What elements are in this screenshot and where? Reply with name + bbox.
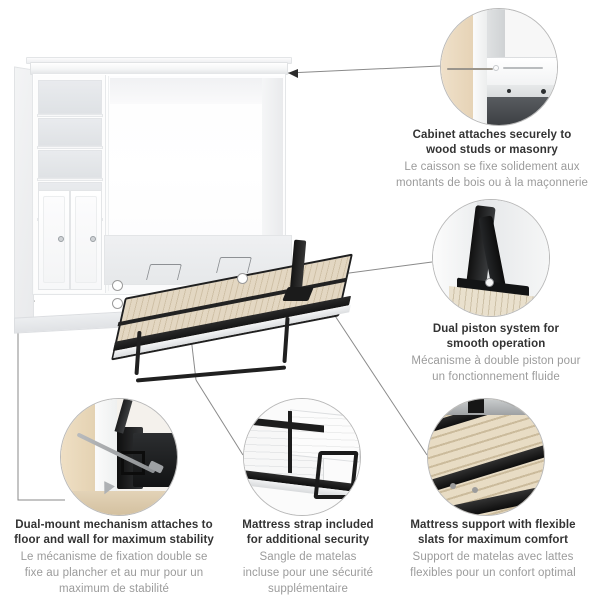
anchor-screw-shaft bbox=[447, 68, 493, 70]
mattress-strap-title-fr-3: supplémentaire bbox=[267, 583, 349, 595]
shelf-front-edge bbox=[487, 85, 557, 97]
shelf-divider-1 bbox=[37, 114, 103, 117]
shelf-peg-hole-1 bbox=[507, 89, 511, 93]
cabinet-top-shelf bbox=[487, 57, 557, 85]
flexible-slats-photo bbox=[427, 398, 545, 516]
bed-leg-crossbar bbox=[136, 365, 286, 383]
wood-stud-surface bbox=[441, 9, 473, 125]
shelf-divider-2 bbox=[37, 146, 103, 149]
mattress-strap-title-fr-1: Sangle de matelas bbox=[259, 551, 357, 563]
dual-mount-title-fr-1: Le mécanisme de fixation double se bbox=[20, 551, 208, 563]
door-knob-left bbox=[58, 236, 64, 242]
dual-mount-title-fr-2: fixe au plancher et au mur pour un bbox=[24, 567, 204, 579]
mattress-strap-caption: Mattress strap included for additional s… bbox=[232, 518, 384, 597]
wall-anchor-photo bbox=[440, 8, 558, 126]
marker-dot-slats bbox=[237, 273, 248, 284]
wall-anchor-title-en-1: Cabinet attaches securely to bbox=[412, 129, 572, 141]
shelf-compartment-1 bbox=[38, 80, 102, 114]
slat-rail-stud-2 bbox=[472, 487, 478, 493]
cabinet-side-shadow bbox=[487, 9, 505, 61]
slat-wire-hoop-1 bbox=[146, 264, 182, 280]
cabinet-back-edge bbox=[473, 9, 487, 125]
slat-rail-stud-1 bbox=[450, 483, 456, 489]
wall-anchor-title-en-2: wood studs or masonry bbox=[426, 144, 558, 156]
slat-frame-top-edge bbox=[428, 399, 544, 415]
dual-piston-caption: Dual piston system for smooth operation … bbox=[392, 322, 600, 385]
dual-piston-title-en-2: smooth operation bbox=[446, 338, 546, 350]
mattress-strap-title-en-1: Mattress strap included bbox=[242, 519, 374, 531]
mattress-strap-title-fr-2: incluse pour une sécurité bbox=[242, 567, 374, 579]
product-hero-image bbox=[0, 40, 353, 400]
mattress-strap-photo bbox=[243, 398, 361, 516]
shelf-peg-hole-2 bbox=[541, 89, 546, 94]
marker-dot-strap bbox=[112, 298, 123, 309]
cabinet-door-left bbox=[38, 190, 70, 290]
cabinet-side-panel bbox=[14, 66, 34, 328]
dual-mount-title-en-2: floor and wall for maximum stability bbox=[14, 534, 214, 546]
strap-vertical-segment bbox=[288, 410, 292, 474]
shelf-compartment-2 bbox=[38, 118, 102, 146]
recess-right-panel bbox=[262, 78, 283, 268]
flexible-slats-caption: Mattress support with flexible slats for… bbox=[386, 518, 600, 581]
recess-top-panel bbox=[110, 78, 282, 104]
folded-down-bed bbox=[70, 239, 353, 385]
dual-piston-title-fr-1: Mécanisme à double piston pour bbox=[411, 355, 581, 367]
slat-wire-hoop-2 bbox=[216, 257, 252, 273]
dual-mount-title-fr-3: maximum de stabilité bbox=[58, 583, 169, 595]
piston-pivot-point bbox=[485, 278, 494, 287]
wall-anchor-title-fr-2: montants de bois ou à la maçonnerie bbox=[395, 177, 589, 189]
dual-piston-photo bbox=[432, 199, 550, 317]
flexible-slats-title-fr-1: Support de matelas avec lattes bbox=[412, 551, 574, 563]
dual-piston-title-en-1: Dual piston system for bbox=[432, 323, 560, 335]
shelf-compartment-3 bbox=[38, 150, 102, 178]
flexible-slats-title-en-2: slats for maximum comfort bbox=[417, 534, 569, 546]
dual-mount-caption: Dual-mount mechanism attaches to floor a… bbox=[0, 518, 228, 597]
strap-metal-loop bbox=[313, 451, 359, 499]
mount-bracket-plate bbox=[133, 433, 177, 487]
shelf-divider-3 bbox=[37, 178, 103, 181]
slat-frame-bracket bbox=[468, 399, 484, 413]
dual-piston-title-fr-2: un fonctionnement fluide bbox=[432, 371, 560, 383]
marker-dot-piston bbox=[112, 280, 123, 291]
dual-mount-photo bbox=[60, 398, 178, 516]
mount-floor bbox=[61, 491, 177, 515]
screw-washer bbox=[493, 65, 499, 71]
wall-anchor-caption: Cabinet attaches securely to wood studs … bbox=[384, 128, 600, 191]
flexible-slats-title-fr-2: flexibles pour un confort optimal bbox=[410, 567, 576, 579]
cabinet-interior-shadow bbox=[487, 97, 557, 125]
wall-anchor-title-fr-1: Le caisson se fixe solidement aux bbox=[404, 161, 580, 173]
door-knob-right bbox=[90, 236, 96, 242]
anchor-screw-inner bbox=[503, 67, 543, 69]
mount-square-aperture bbox=[121, 451, 145, 475]
dual-mount-title-en-1: Dual-mount mechanism attaches to bbox=[15, 519, 213, 531]
cabinet-door-right bbox=[70, 190, 102, 290]
mattress-strap-title-en-2: for additional security bbox=[246, 534, 370, 546]
flexible-slats-title-en-1: Mattress support with flexible bbox=[410, 519, 576, 531]
